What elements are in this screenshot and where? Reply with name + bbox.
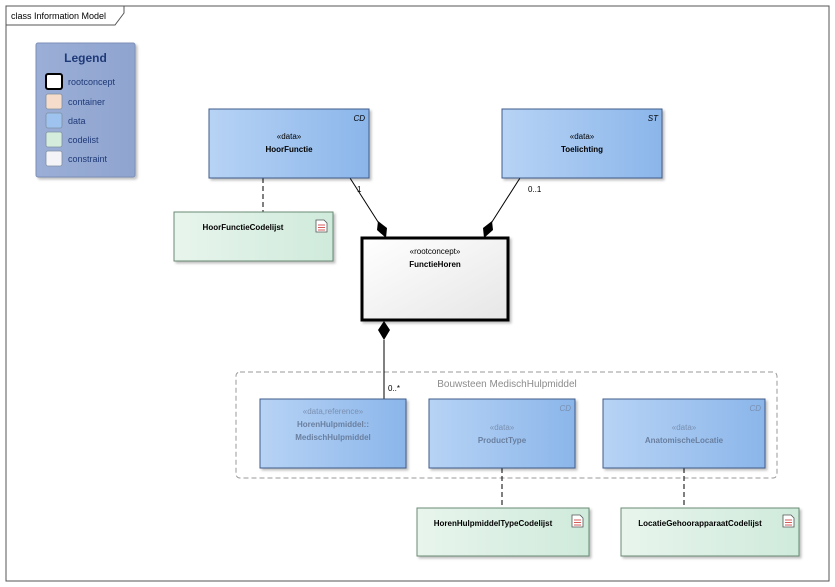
frame-label: class Information Model <box>11 11 106 21</box>
class-stereotype: «data» <box>277 132 302 141</box>
class-producttype[interactable]: CD «data» ProductType <box>428 398 576 469</box>
frame-tab <box>5 5 125 26</box>
codelist-name: HoorFunctieCodelijst <box>203 223 284 232</box>
class-horenhulpmiddel[interactable]: «data,reference» HorenHulpmiddel:: Medis… <box>259 398 407 469</box>
document-icon <box>571 514 584 528</box>
multiplicity-toelichting: 0..1 <box>528 185 542 194</box>
class-stereotype: «data» <box>570 132 595 141</box>
legend-swatch-rootconcept <box>45 73 63 90</box>
legend-label-codelist: codelist <box>68 135 99 145</box>
class-name-line1: HorenHulpmiddel:: <box>297 420 369 429</box>
diamond-functiehoren <box>378 321 390 340</box>
legend-label-container: container <box>68 97 105 107</box>
codelist-name: HorenHulpmiddelTypeCodelijst <box>434 519 553 528</box>
legend-swatch-container <box>45 93 63 110</box>
class-name: AnatomischeLocatie <box>645 436 724 445</box>
association-toelichting <box>489 177 521 226</box>
class-name: Toelichting <box>561 145 603 154</box>
package-label: Bouwsteen MedischHulpmiddel <box>437 379 577 390</box>
legend-label-data: data <box>68 116 86 126</box>
class-stereotype: «data» <box>672 423 697 432</box>
class-functiehoren[interactable]: «rootconcept» FunctieHoren <box>360 236 510 322</box>
class-toelichting[interactable]: ST «data» Toelichting <box>501 108 663 179</box>
connectors <box>262 177 685 508</box>
composition-diamonds <box>377 221 493 340</box>
legend-swatch-constraint <box>45 150 63 167</box>
diamond-hoorfunctie <box>377 221 387 238</box>
class-stereotype: «data» <box>490 423 515 432</box>
diamond-toelichting <box>483 221 493 238</box>
document-icon <box>315 219 328 233</box>
legend-label-constraint: constraint <box>68 154 108 164</box>
class-tag-st: ST <box>648 114 659 123</box>
codelist-hoorfunctiecodelijst[interactable]: HoorFunctieCodelijst <box>173 211 334 262</box>
class-stereotype: «rootconcept» <box>410 247 461 256</box>
association-hoorfunctie <box>349 177 381 226</box>
legend-swatch-data <box>45 112 63 129</box>
class-tag-cd: CD <box>559 404 571 413</box>
class-hoorfunctie[interactable]: CD «data» HoorFunctie <box>208 108 370 179</box>
legend-swatch-codelist <box>45 131 63 148</box>
document-icon <box>782 514 795 528</box>
legend-label-rootconcept: rootconcept <box>68 77 116 87</box>
package-boundary <box>235 371 778 479</box>
class-name: HoorFunctie <box>265 145 313 154</box>
multiplicity-horenhulpmiddel: 0..* <box>388 384 400 393</box>
class-stereotype: «data,reference» <box>303 407 364 416</box>
class-anatomischelocatie[interactable]: CD «data» AnatomischeLocatie <box>602 398 766 469</box>
class-name: ProductType <box>478 436 527 445</box>
legend-title: Legend <box>64 51 107 65</box>
codelist-locatiegehoorapparaatcodelijst[interactable]: LocatieGehoorapparaatCodelijst <box>620 507 800 557</box>
codelist-name: LocatieGehoorapparaatCodelijst <box>638 519 762 528</box>
legend: Legend rootconcept container data codeli… <box>35 42 136 178</box>
class-name-line2: MedischHulpmiddel <box>295 433 371 442</box>
class-tag-cd: CD <box>749 404 761 413</box>
multiplicity-hoorfunctie: 1 <box>357 185 362 194</box>
class-name: FunctieHoren <box>409 260 461 269</box>
codelist-horenhulpmiddeltypecodelijst[interactable]: HorenHulpmiddelTypeCodelijst <box>416 507 590 557</box>
class-tag-cd: CD <box>353 114 365 123</box>
